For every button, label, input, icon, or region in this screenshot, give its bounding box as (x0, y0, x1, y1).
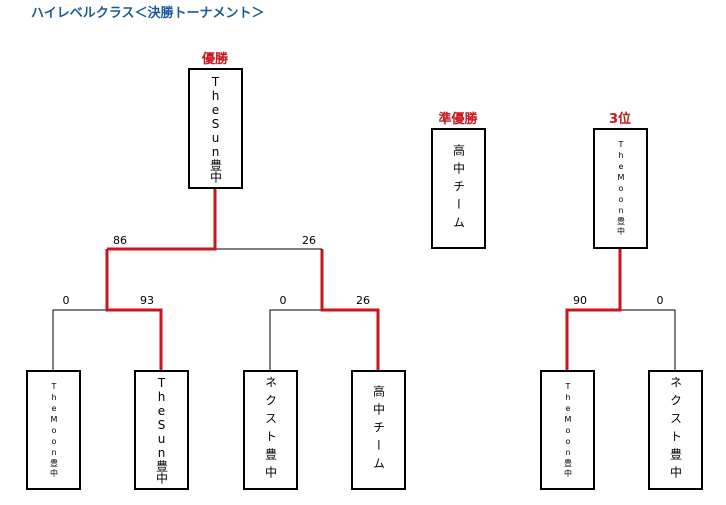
score-final-left: 86 (113, 234, 127, 247)
team-name: TheSun豊中 (154, 376, 169, 484)
bracket-line-sf1-loser (52, 309, 107, 370)
team-name: TheMoon豊中 (49, 381, 59, 479)
score-final-right: 26 (302, 234, 316, 247)
team-box: ネクスト豊中 (648, 370, 703, 490)
bracket-line-final-winner (107, 188, 217, 251)
team-box: ネクスト豊中 (243, 370, 298, 490)
team-name: ネクスト豊中 (263, 376, 278, 484)
bracket-line-sf2-loser (269, 309, 322, 370)
runner-up-team: 高中チーム (451, 143, 466, 234)
score-sf1-left: 0 (62, 294, 70, 307)
score-sf2-left: 0 (279, 294, 287, 307)
score-3rd-left: 90 (573, 294, 587, 307)
team-box: TheSun豊中 (134, 370, 189, 490)
third-place-label: 3位 (608, 112, 632, 127)
third-place-box: TheMoon豊中 (593, 128, 648, 249)
runner-up-box: 高中チーム (431, 128, 486, 249)
third-place-team: TheMoon豊中 (616, 140, 626, 237)
champion-box: TheSun豊中 (188, 68, 243, 189)
score-3rd-right: 0 (656, 294, 664, 307)
team-box: TheMoon豊中 (26, 370, 81, 490)
bracket-line-sf1-winner (105, 249, 163, 370)
page-title: ハイレベルクラス＜決勝トーナメント＞ (31, 6, 265, 21)
team-box: TheMoon豊中 (540, 370, 595, 490)
team-name: ネクスト豊中 (668, 376, 683, 484)
champion-team: TheSun豊中 (208, 74, 223, 183)
team-box: 高中チーム (351, 370, 406, 490)
score-sf1-right: 93 (140, 294, 154, 307)
bracket-line-3rd-loser (620, 309, 676, 370)
bracket-line-3rd-winner (565, 248, 622, 370)
team-name: 高中チーム (371, 385, 386, 475)
score-sf2-right: 26 (356, 294, 370, 307)
champion-label: 優勝 (201, 52, 228, 67)
team-name: TheMoon豊中 (563, 381, 573, 479)
bracket-line-sf2-winner (320, 249, 380, 370)
runner-up-label: 準優勝 (438, 112, 478, 127)
